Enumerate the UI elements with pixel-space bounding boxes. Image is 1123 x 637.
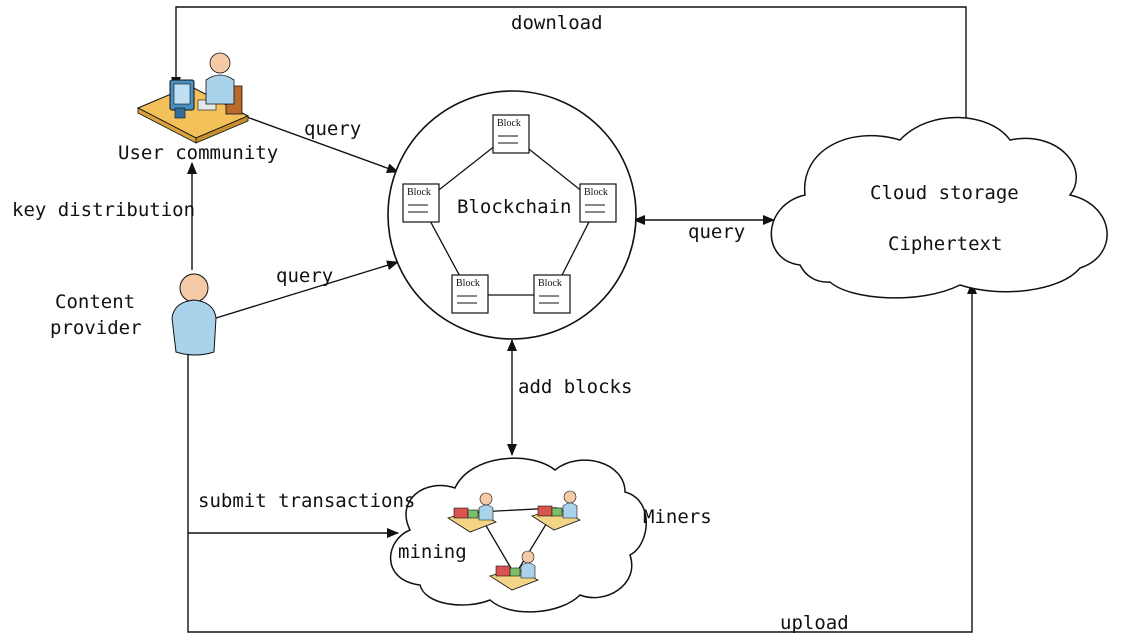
svg-text:Block: Block bbox=[497, 118, 521, 129]
miner-bottom-icon bbox=[489, 550, 539, 591]
miner-left-icon bbox=[447, 492, 497, 533]
user-query-label: query bbox=[304, 118, 361, 140]
add-blocks-label: add blocks bbox=[518, 376, 632, 398]
content-provider-label-line2: provider bbox=[50, 317, 142, 339]
upload-arrow bbox=[187, 282, 977, 633]
provider-query-arrow bbox=[215, 260, 399, 319]
cloud-storage-label: Cloud storage bbox=[870, 182, 1019, 204]
block-bottom-right: Block bbox=[533, 274, 571, 314]
submit-transactions-label: submit transactions bbox=[198, 490, 415, 512]
user-computer-icon bbox=[136, 52, 250, 144]
user-query-arrow bbox=[243, 115, 399, 173]
cloud-storage-shape bbox=[770, 116, 1108, 299]
download-arrow bbox=[171, 6, 967, 118]
upload-label: upload bbox=[780, 612, 849, 634]
svg-text:Block: Block bbox=[584, 187, 608, 198]
svg-text:Block: Block bbox=[456, 278, 480, 289]
block-top: Block bbox=[492, 114, 530, 154]
content-provider-person-icon bbox=[171, 273, 217, 356]
provider-query-label: query bbox=[276, 265, 333, 287]
ciphertext-label: Ciphertext bbox=[888, 233, 1002, 255]
user-community-label: User community bbox=[118, 142, 278, 164]
mining-label: mining bbox=[398, 541, 467, 563]
miners-label: Miners bbox=[643, 506, 712, 528]
miner-right-icon bbox=[531, 490, 581, 531]
miners-cloud-shape bbox=[389, 457, 647, 613]
svg-text:Block: Block bbox=[538, 278, 562, 289]
miners-links bbox=[476, 507, 558, 577]
download-label: download bbox=[511, 12, 603, 34]
svg-text:Block: Block bbox=[407, 187, 431, 198]
block-bottom-left: Block bbox=[451, 274, 489, 314]
cloud-query-label: query bbox=[688, 221, 745, 243]
blockchain-circle bbox=[387, 90, 637, 340]
block-left: Block bbox=[402, 183, 440, 223]
content-provider-label-line1: Content bbox=[55, 291, 135, 313]
block-right: Block bbox=[579, 183, 617, 223]
key-distribution-label: key distribution bbox=[12, 199, 195, 221]
blockchain-label: Blockchain bbox=[457, 196, 571, 218]
